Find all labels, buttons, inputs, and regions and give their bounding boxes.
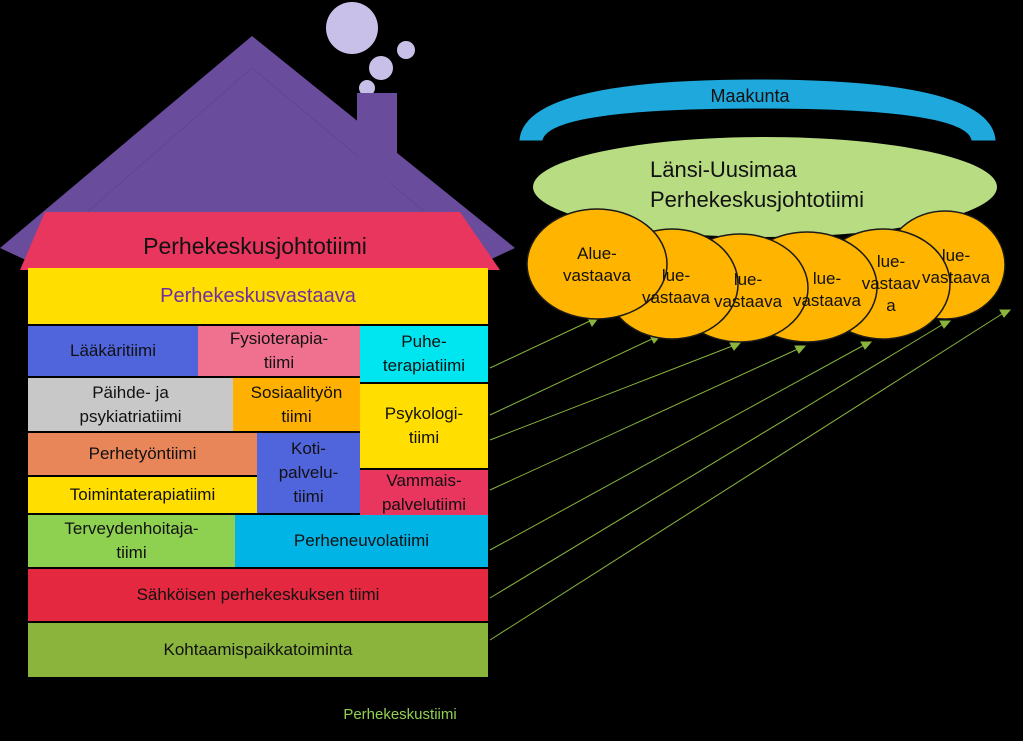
arrow — [489, 319, 593, 369]
vammaispalvelutiimi: Vammais- palvelutiimi — [360, 470, 488, 515]
arrowhead — [729, 342, 742, 351]
sosiaalityon-tiimi: Sosiaalityön tiimi — [233, 378, 360, 431]
arrowhead — [999, 309, 1012, 318]
alue-label-1: Alue- vastaava — [562, 244, 632, 285]
fysioterapiatiimi: Fysioterapia- tiimi — [198, 326, 360, 376]
puheterapiatiimi: Puhe- terapiatiimi — [360, 326, 488, 382]
alue-label-2: lue- vastaava — [641, 266, 711, 307]
house-caption: Perhekeskustiimi — [343, 706, 457, 723]
alue-label-6: lue- vastaava — [921, 246, 991, 287]
alue-label-3: lue- vastaava — [713, 270, 783, 311]
arrowhead — [794, 345, 807, 354]
lansi-uusimaa-label: Länsi-Uusimaa Perhekeskusjohtotiimi — [650, 157, 864, 212]
terveydenhoitajatiimi: Terveydenhoitaja- tiimi — [28, 515, 235, 567]
arrow — [489, 322, 946, 599]
perhekeskusvastaava: Perhekeskusvastaava — [28, 268, 488, 324]
arrowhead — [860, 341, 873, 350]
arrow — [489, 343, 867, 551]
smoke-puff-small — [397, 41, 415, 59]
arrow — [489, 347, 801, 491]
alue-label-5: lue- vastaav a — [861, 252, 921, 315]
alue-label-4: lue- vastaava — [792, 269, 862, 310]
maakunta-label: Maakunta — [710, 85, 790, 106]
arrow — [489, 344, 736, 441]
roof-title: Perhekeskusjohtotiimi — [143, 233, 367, 259]
smoke-puff-medium — [369, 56, 393, 80]
maakunta-arc — [519, 79, 996, 141]
alue-ellipse-1 — [526, 208, 668, 320]
smoke-puff-tiny — [359, 80, 375, 96]
laakaritiimi: Lääkäritiimi — [28, 326, 198, 376]
kohtaamispaikkatoiminta: Kohtaamispaikkatoiminta — [28, 623, 488, 677]
arrowhead — [939, 320, 952, 329]
connector-arrows — [489, 309, 1012, 641]
smoke-puff-large — [326, 2, 378, 54]
kotipalvelutiimi: Koti- palvelu- tiimi — [257, 433, 360, 513]
arrow — [489, 311, 1006, 641]
paihde-psykiatriatiimi: Päihde- ja psykiatriatiimi — [28, 378, 233, 431]
lansi-uusimaa-ellipse — [533, 137, 997, 237]
arrow — [489, 337, 655, 416]
roof-band — [20, 212, 500, 270]
perhetyontiimi: Perhetyöntiimi — [28, 433, 257, 475]
psykologitiimi: Psykologi- tiimi — [360, 384, 488, 468]
toimintaterapiatiimi: Toimintaterapiatiimi — [28, 477, 257, 513]
sahkoisen-perhekeskuksen-tiimi: Sähköisen perhekeskuksen tiimi — [28, 569, 488, 621]
perheneuvolatiimi: Perheneuvolatiimi — [235, 515, 488, 567]
